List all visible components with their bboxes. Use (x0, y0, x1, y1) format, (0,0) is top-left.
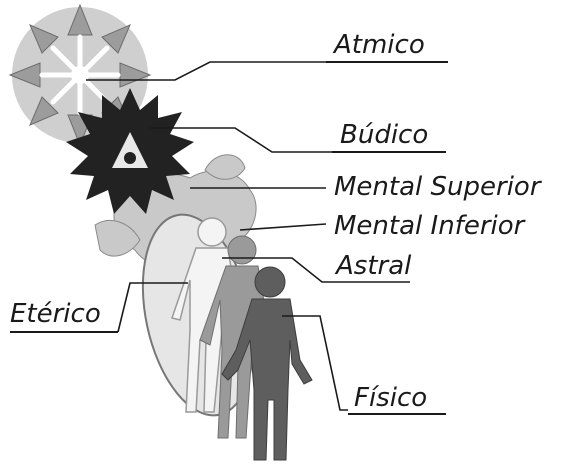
label-atmico: Atmico (332, 30, 425, 60)
label-eterico: Etérico (10, 299, 101, 329)
label-mental-inferior: Mental Inferior (334, 211, 527, 241)
label-mental-superior: Mental Superior (334, 172, 543, 202)
label-budico: Búdico (340, 120, 428, 150)
label-fisico: Físico (354, 383, 427, 413)
label-astral: Astral (334, 251, 412, 281)
